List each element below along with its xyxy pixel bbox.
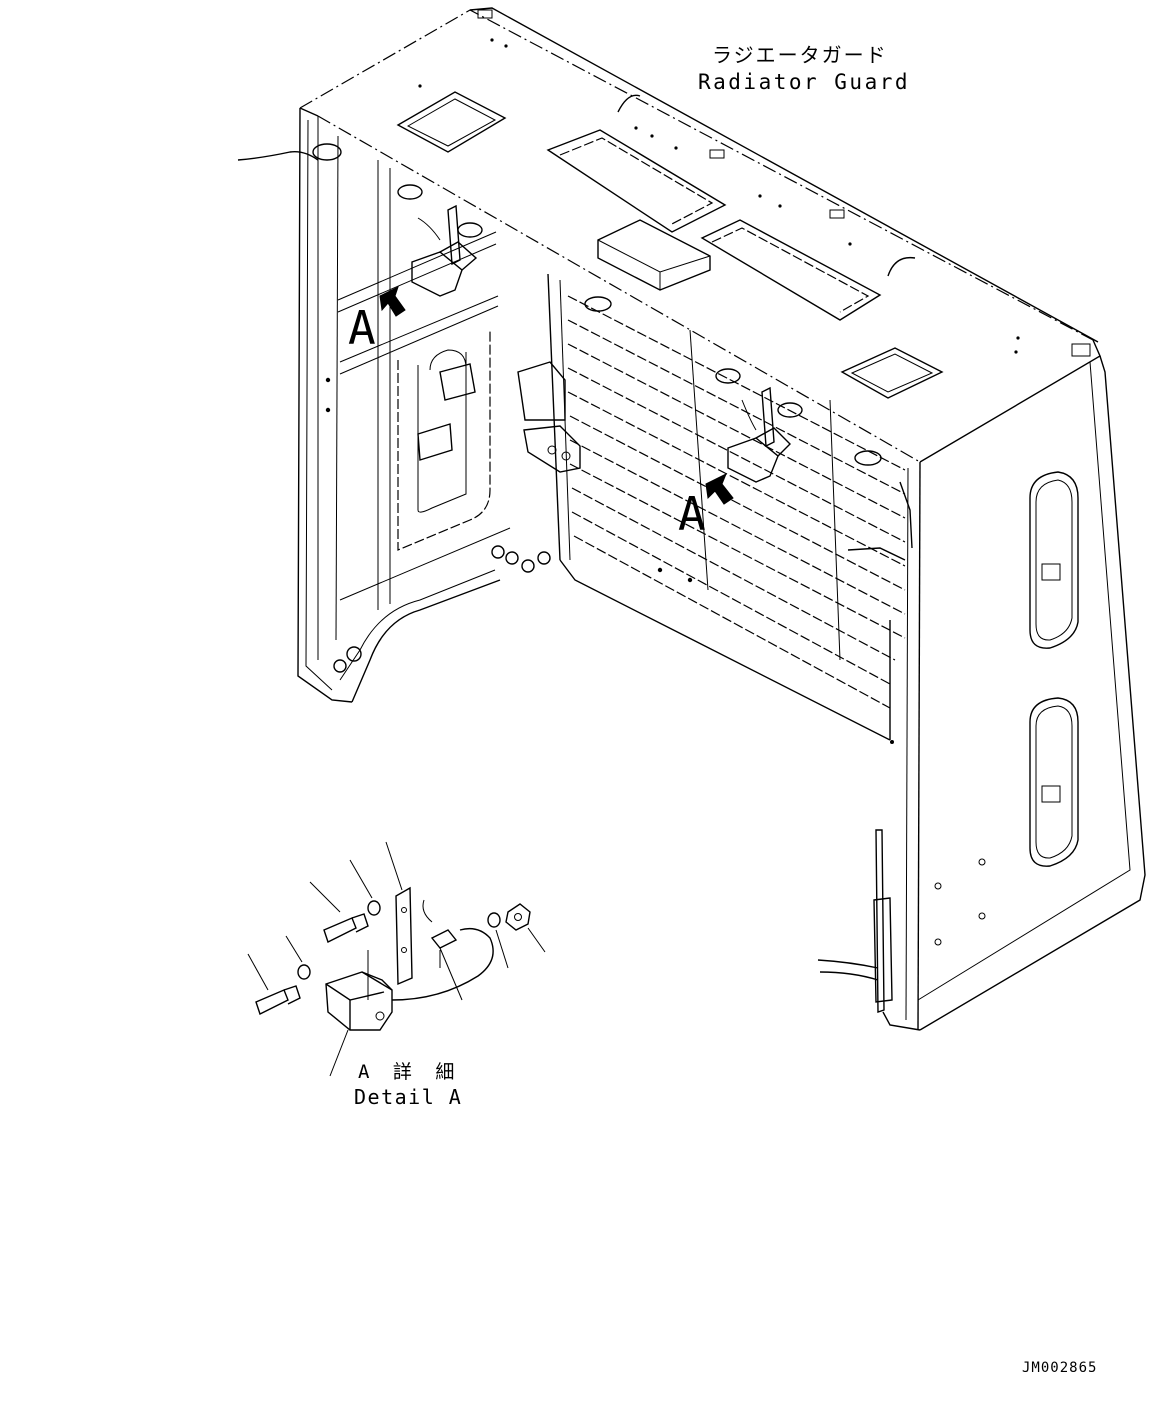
title-japanese: ラジエータガード (712, 43, 888, 67)
backup-light-upper (411, 204, 478, 297)
backup-light-lower (727, 386, 791, 483)
detail-label-japanese: A 詳 細 (358, 1061, 460, 1083)
grille-slats (567, 295, 906, 709)
callout-marker-left: A (348, 301, 376, 355)
callout-arrow-upper (379, 286, 406, 317)
radiator-guard-housing (237, 7, 1146, 1031)
detail-label-english: Detail A (354, 1085, 462, 1109)
title-english: Radiator Guard (698, 70, 910, 94)
callout-arrow-lower (705, 472, 734, 505)
drawing-number: JM002865 (1022, 1360, 1097, 1376)
detail-a-exploded (247, 841, 546, 1077)
callout-marker-right: A (678, 487, 706, 541)
